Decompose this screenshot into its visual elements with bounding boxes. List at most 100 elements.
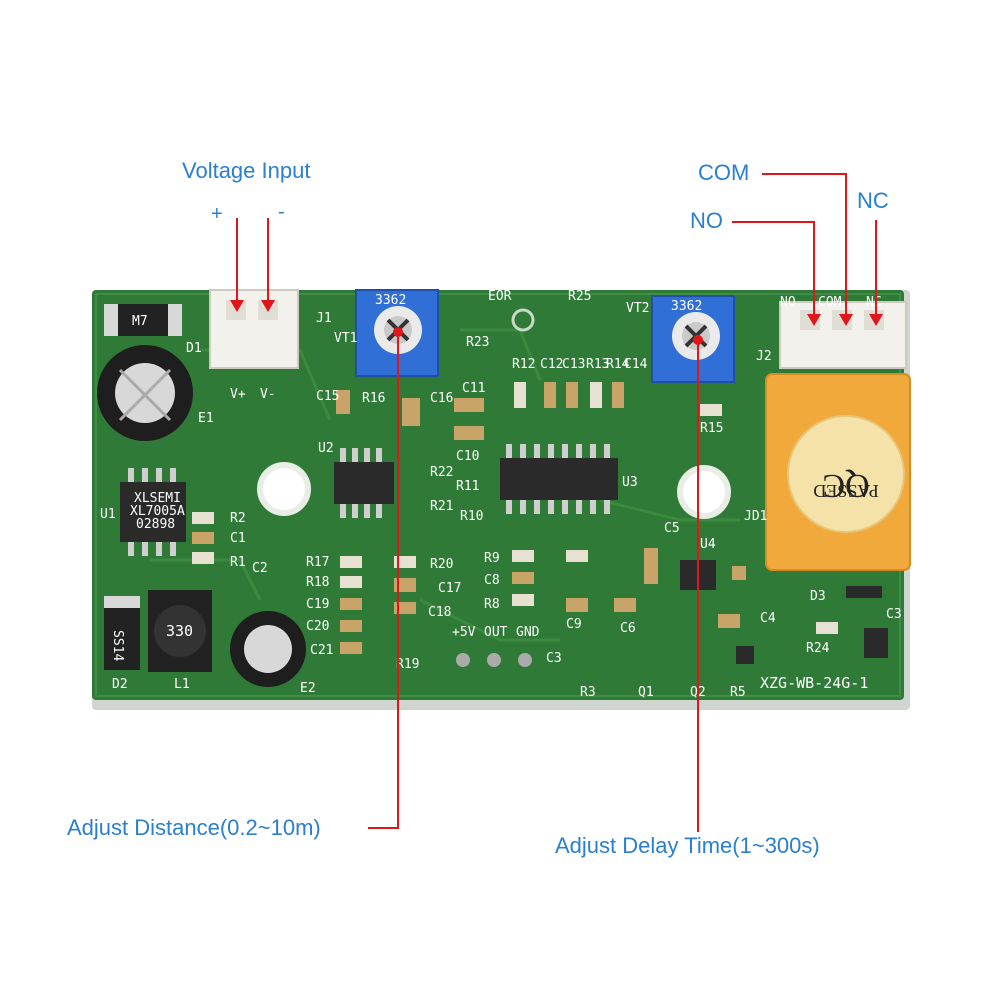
silkscreen-labels: J1 V+ V- E1 D1 U1 R2 C1 R1 C2 D2 L1 E2 U… — [100, 289, 902, 700]
callout-no: NO — [690, 208, 723, 233]
svg-text:R12: R12 — [512, 357, 535, 372]
leader-lines — [236, 173, 877, 832]
diode-d2-marking: SS14 — [110, 630, 125, 661]
svg-text:C6: C6 — [620, 621, 636, 636]
svg-text:R3: R3 — [580, 685, 596, 700]
leader-distance — [368, 332, 399, 829]
svg-text:C18: C18 — [428, 605, 451, 620]
pin-5v — [456, 653, 470, 667]
svg-text:C16: C16 — [430, 391, 453, 406]
svg-text:C10: C10 — [456, 449, 479, 464]
callout-voltage-input: Voltage Input — [182, 158, 311, 183]
ic-u3 — [500, 458, 618, 500]
svg-text:U3: U3 — [622, 475, 638, 490]
pot1-code: 3362 — [375, 293, 406, 308]
board-model-label: XZG-WB-24G-1 — [760, 674, 868, 692]
connector-j1 — [209, 289, 299, 369]
svg-text:R23: R23 — [466, 335, 489, 350]
svg-text:COM: COM — [818, 295, 842, 310]
svg-text:R15: R15 — [700, 421, 723, 436]
svg-text:Q1: Q1 — [638, 685, 654, 700]
svg-text:R2: R2 — [230, 511, 246, 526]
svg-text:EOR: EOR — [488, 289, 512, 304]
svg-text:R11: R11 — [456, 479, 479, 494]
svg-text:L1: L1 — [174, 677, 190, 692]
qc-sticker-passed: PASSED — [813, 481, 878, 501]
svg-text:C20: C20 — [306, 619, 329, 634]
callout-adjust-distance: Adjust Distance(0.2~10m) — [67, 815, 321, 840]
svg-text:R19: R19 — [396, 657, 419, 672]
svg-text:NO: NO — [780, 295, 796, 310]
svg-text:C8: C8 — [484, 573, 500, 588]
svg-text:C2: C2 — [252, 561, 268, 576]
svg-text:U1: U1 — [100, 507, 116, 522]
leader-com — [762, 173, 847, 320]
svg-text:R20: R20 — [430, 557, 453, 572]
svg-text:C19: C19 — [306, 597, 329, 612]
mounting-hole-left — [257, 462, 311, 516]
svg-text:C13: C13 — [562, 357, 585, 372]
svg-text:C5: C5 — [664, 521, 680, 536]
ic-u2 — [334, 462, 394, 504]
svg-text:C3: C3 — [886, 607, 902, 622]
diode-d2 — [104, 596, 140, 670]
pcb-board — [92, 290, 904, 700]
svg-text:C9: C9 — [566, 617, 582, 632]
inductor-code: 330 — [166, 622, 193, 640]
svg-text:C15: C15 — [316, 389, 339, 404]
svg-text:R22: R22 — [430, 465, 453, 480]
svg-text:R10: R10 — [460, 509, 483, 524]
svg-text:R14: R14 — [606, 357, 630, 372]
pin-out — [487, 653, 501, 667]
svg-text:R21: R21 — [430, 499, 453, 514]
pot2-code: 3362 — [671, 299, 702, 314]
svg-text:VT2: VT2 — [626, 301, 649, 316]
leader-arrowheads — [230, 300, 883, 345]
svg-text:R8: R8 — [484, 597, 500, 612]
svg-text:C17: C17 — [438, 581, 461, 596]
svg-text:R18: R18 — [306, 575, 329, 590]
svg-text:NC: NC — [866, 295, 882, 310]
svg-text:D3: D3 — [810, 589, 826, 604]
svg-text:R5: R5 — [730, 685, 746, 700]
callout-plus: + — [211, 203, 223, 225]
svg-text:C3: C3 — [546, 651, 562, 666]
svg-text:R25: R25 — [568, 289, 591, 304]
svg-text:OUT: OUT — [484, 625, 508, 640]
diode-d1-marking: M7 — [132, 314, 148, 329]
svg-text:R13: R13 — [586, 357, 609, 372]
ic-u1-line2: XL7005A — [130, 504, 185, 519]
svg-text:R24: R24 — [806, 641, 830, 656]
svg-text:E2: E2 — [300, 681, 316, 696]
svg-text:D1: D1 — [186, 341, 202, 356]
svg-text:E1: E1 — [198, 411, 214, 426]
svg-text:R16: R16 — [362, 391, 385, 406]
svg-text:R9: R9 — [484, 551, 500, 566]
svg-text:C11: C11 — [462, 381, 485, 396]
ic-u1-line1: XLSEMI — [134, 491, 181, 506]
mounting-hole-right — [677, 465, 731, 519]
svg-text:C21: C21 — [310, 643, 333, 658]
svg-text:V+: V+ — [230, 387, 246, 402]
callout-minus: - — [278, 201, 285, 223]
callout-adjust-delay: Adjust Delay Time(1~300s) — [555, 833, 820, 858]
svg-text:R1: R1 — [230, 555, 246, 570]
leader-no — [732, 221, 815, 320]
svg-text:JD1: JD1 — [744, 509, 767, 524]
svg-text:+5V: +5V — [452, 625, 476, 640]
svg-text:J1: J1 — [316, 311, 332, 326]
svg-text:V-: V- — [260, 387, 276, 402]
svg-text:GND: GND — [516, 625, 540, 640]
svg-text:D2: D2 — [112, 677, 128, 692]
svg-text:C4: C4 — [760, 611, 776, 626]
ic-u1-line3: 02898 — [136, 517, 175, 532]
svg-text:R17: R17 — [306, 555, 329, 570]
qc-sticker-qc: QC — [822, 467, 869, 504]
callout-com: COM — [698, 160, 750, 185]
svg-text:C14: C14 — [624, 357, 648, 372]
callout-nc: NC — [857, 188, 889, 213]
svg-text:C12: C12 — [540, 357, 563, 372]
svg-text:U2: U2 — [318, 441, 334, 456]
